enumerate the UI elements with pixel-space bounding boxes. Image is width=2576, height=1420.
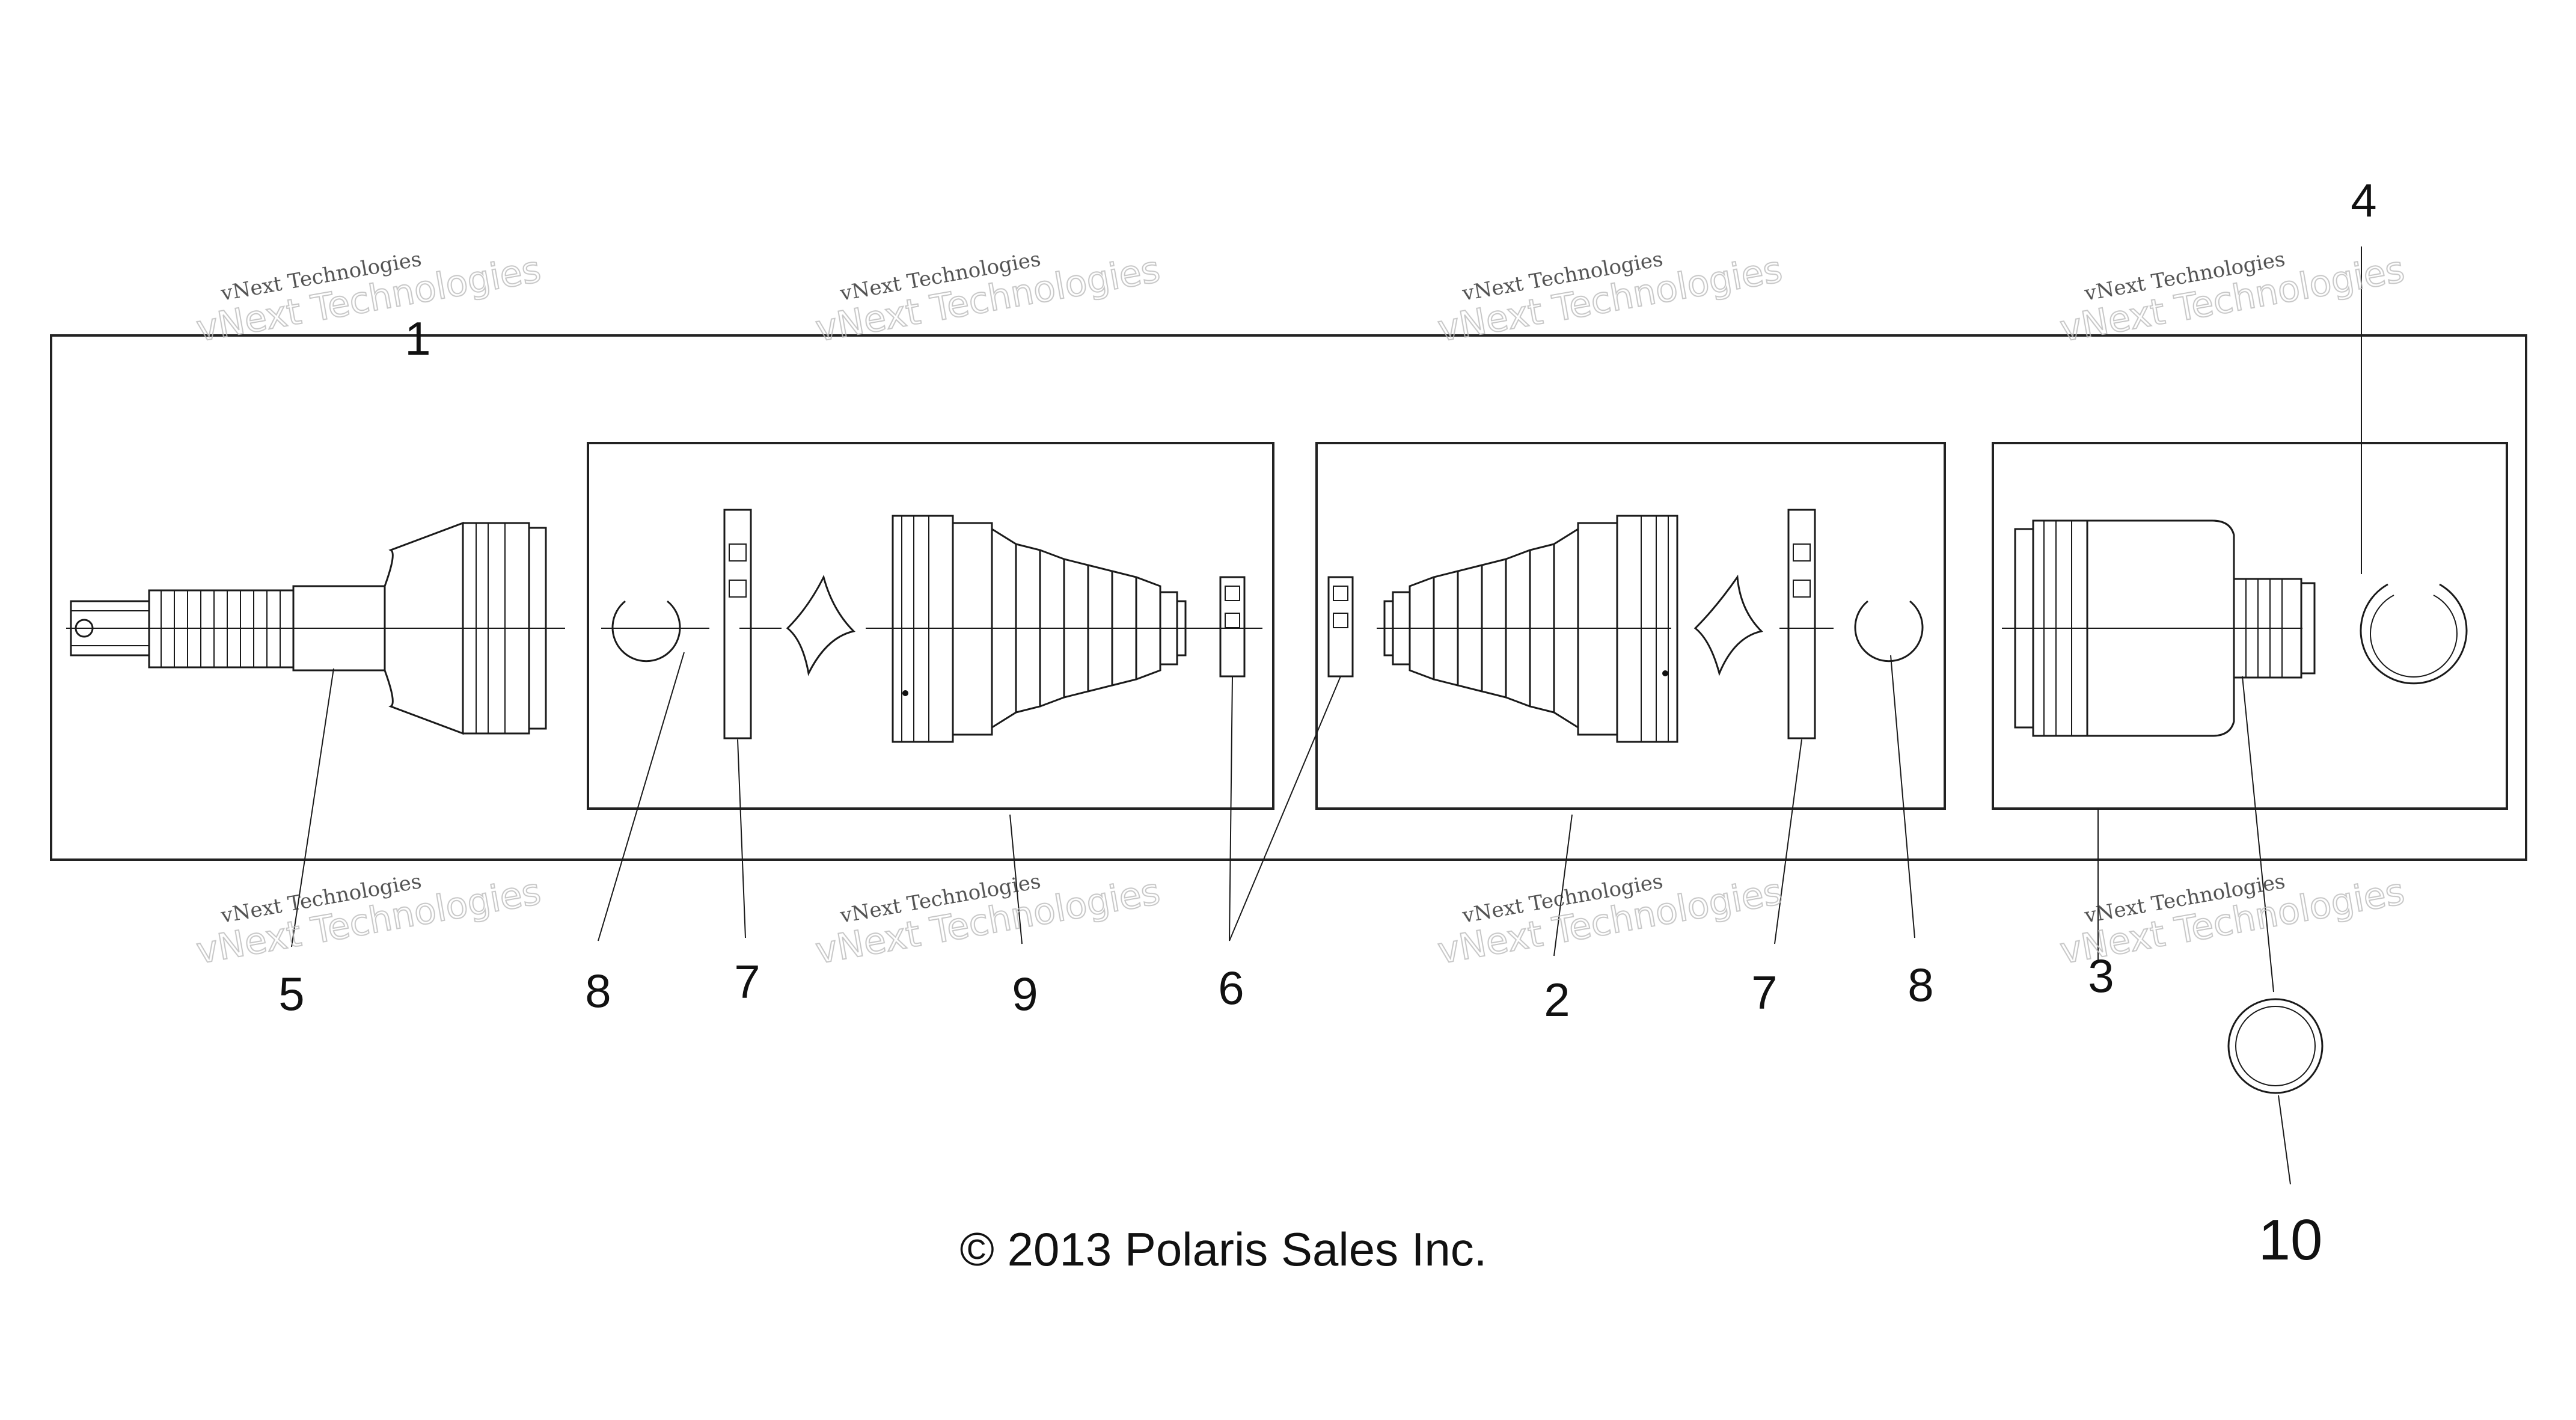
boot-clamp-band-left (723, 509, 752, 739)
cv-boot-left (892, 515, 1187, 743)
circlip-right (1854, 600, 1924, 663)
boot-kit-box-left (587, 442, 1274, 810)
callout-8-right: 8 (1908, 958, 1933, 1011)
callout-7-right: 7 (1751, 966, 1777, 1019)
callout-labels: 1 2 3 4 5 6 7 7 8 8 9 10 (278, 174, 2376, 1272)
o-ring (2227, 998, 2324, 1094)
callout-6: 6 (1218, 961, 1244, 1014)
boot-kit-box-right (1315, 442, 1946, 810)
watermark-3: vNext Technologies vNext Technologies (1434, 247, 1786, 351)
watermark-7: vNext Technologies vNext Technologies (1434, 869, 1786, 973)
outer-cv-joint (70, 521, 547, 735)
outer-assembly-box (50, 334, 2527, 861)
assembly-boxes (50, 334, 2527, 861)
small-boot-clamp-right (1327, 576, 1354, 678)
callout-3: 3 (2088, 949, 2114, 1002)
callout-4: 4 (2351, 174, 2376, 227)
grease-packet-left (786, 574, 855, 676)
grease-packet-right (1693, 574, 1763, 676)
callout-7-left: 7 (734, 955, 760, 1008)
callout-10: 10 (2259, 1208, 2323, 1272)
snap-ring (2360, 583, 2468, 685)
cv-boot-right (1383, 515, 1678, 743)
callout-9: 9 (1012, 967, 1038, 1020)
inner-joint-box (1992, 442, 2508, 810)
leader-lines (291, 246, 2362, 1185)
circlip-left (611, 600, 681, 663)
watermark-1: vNext Technologies vNext Technologies (193, 247, 545, 351)
watermark-4: vNext Technologies vNext Technologies (2057, 247, 2408, 351)
callout-8-left: 8 (585, 964, 611, 1017)
callout-2: 2 (1544, 973, 1570, 1026)
watermark-5: vNext Technologies vNext Technologies (193, 869, 545, 973)
callout-1: 1 (405, 312, 430, 365)
watermark-2: vNext Technologies vNext Technologies (812, 247, 1164, 351)
copyright-notice: © 2013 Polaris Sales Inc. (960, 1223, 1487, 1276)
inner-cv-joint (2014, 519, 2316, 737)
boot-clamp-band-right (1787, 509, 1816, 739)
small-boot-clamp-left (1219, 576, 1246, 678)
watermark-6: vNext Technologies vNext Technologies (812, 869, 1164, 973)
watermark-8: vNext Technologies vNext Technologies (2057, 869, 2408, 973)
callout-5: 5 (278, 967, 304, 1020)
